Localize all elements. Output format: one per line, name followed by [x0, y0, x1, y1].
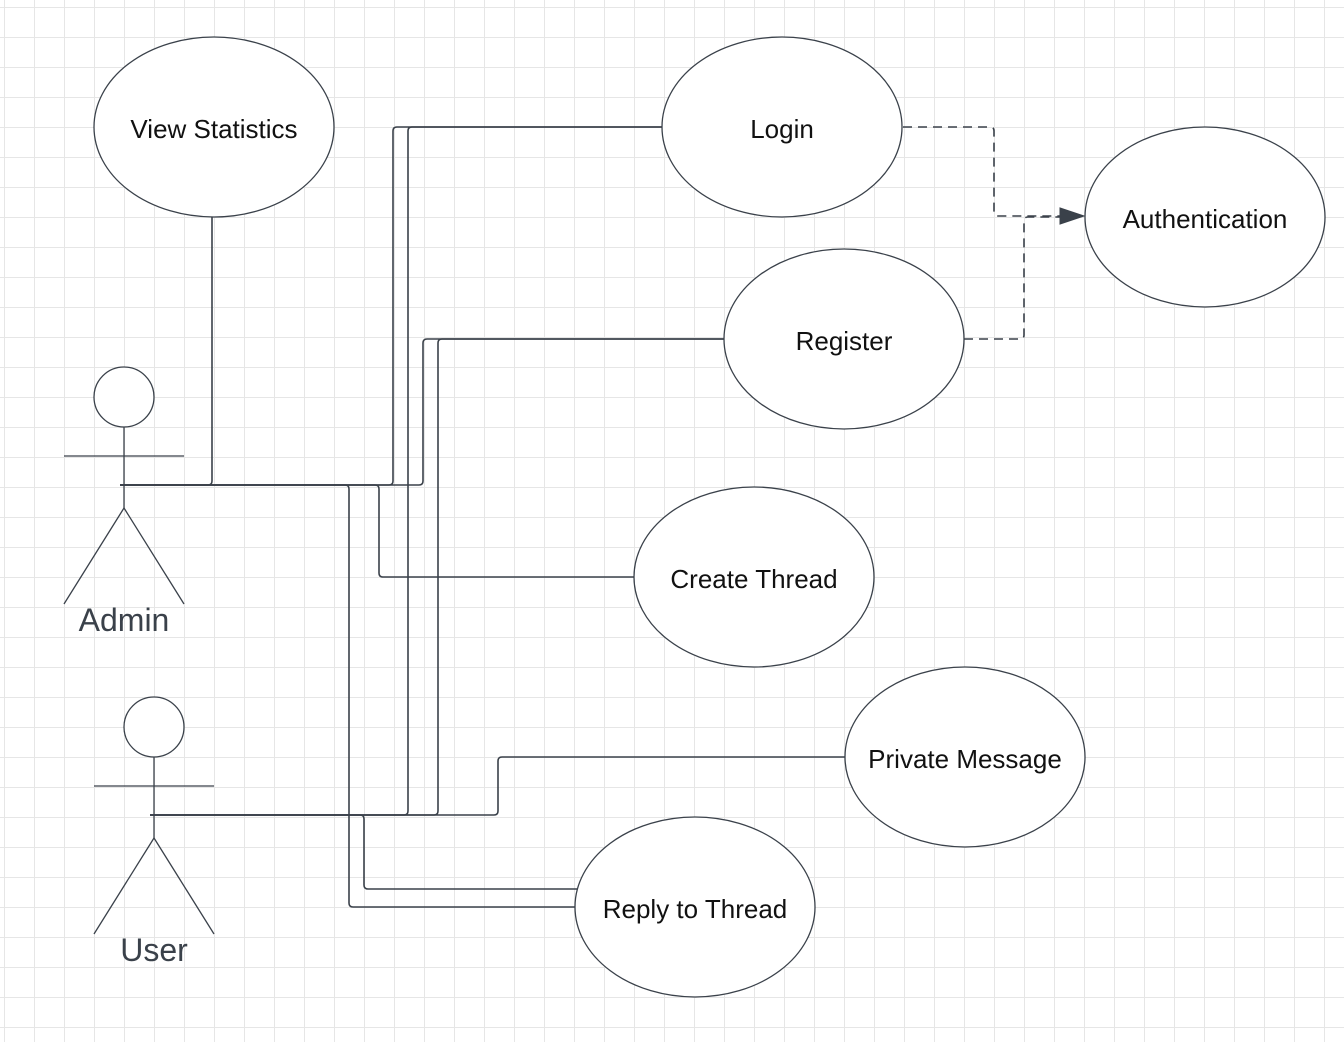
use-case-label: Private Message	[868, 744, 1062, 774]
actor-label: User	[120, 932, 188, 968]
use-case-label: Create Thread	[670, 564, 837, 594]
edge-register-authentication[interactable]	[964, 216, 1062, 340]
use-case-ellipse	[1084, 126, 1326, 308]
edge-admin-create-thread[interactable]	[120, 484, 634, 578]
stick-figure-icon	[93, 696, 215, 935]
edge-admin-register[interactable]	[120, 338, 724, 486]
use-case-ellipse	[93, 36, 335, 218]
use-case-label: Authentication	[1123, 204, 1288, 234]
use-case-ellipse	[574, 816, 816, 998]
actor-user[interactable]: User	[93, 696, 215, 968]
edge-user-reply-to-thread[interactable]	[150, 814, 578, 890]
edge-login-authentication[interactable]	[903, 126, 1062, 217]
arrowhead-icon	[1059, 207, 1086, 225]
use-case-private-message[interactable]: Private Message	[844, 666, 1086, 848]
use-case-label: Login	[750, 114, 814, 144]
use-case-login[interactable]: Login	[661, 36, 903, 218]
edge-admin-reply-to-thread[interactable]	[120, 484, 575, 908]
edge-user-private-message[interactable]	[150, 756, 845, 816]
use-case-authentication[interactable]: Authentication	[1084, 126, 1326, 308]
use-case-ellipse	[723, 248, 965, 430]
use-case-view-statistics[interactable]: View Statistics	[93, 36, 335, 218]
connectors	[120, 126, 1086, 908]
use-case-label: View Statistics	[130, 114, 297, 144]
use-case-ellipse	[844, 666, 1086, 848]
use-case-reply-to-thread[interactable]: Reply to Thread	[574, 816, 816, 998]
use-case-register[interactable]: Register	[723, 248, 965, 430]
use-case-ellipse	[633, 486, 875, 668]
edge-admin-view-statistics[interactable]	[120, 216, 213, 486]
use-case-create-thread[interactable]: Create Thread	[633, 486, 875, 668]
actor-admin[interactable]: Admin	[63, 366, 185, 638]
actor-label: Admin	[79, 602, 170, 638]
use-case-label: Register	[796, 326, 893, 356]
use-case-ellipse	[661, 36, 903, 218]
stick-figure-icon	[63, 366, 185, 605]
edge-user-login[interactable]	[150, 126, 662, 816]
use-case-label: Reply to Thread	[603, 894, 788, 924]
